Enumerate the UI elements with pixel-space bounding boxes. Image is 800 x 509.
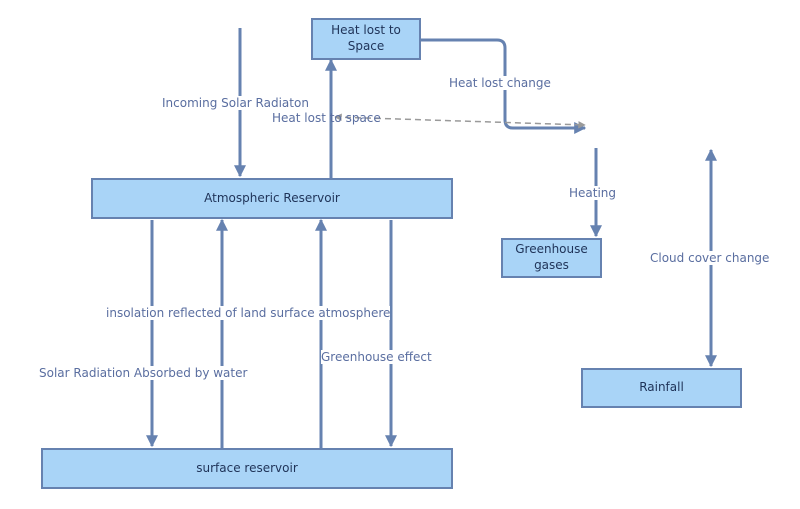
node-heat-lost-to-space-label: Heat lost to Space	[331, 23, 401, 53]
node-rainfall: Rainfall	[581, 368, 742, 408]
edge-label-incoming-solar: Incoming Solar Radiaton	[162, 96, 309, 110]
node-atmospheric-reservoir: Atmospheric Reservoir	[91, 178, 453, 219]
edge-label-heating: Heating	[569, 186, 617, 200]
node-surface-reservoir: surface reservoir	[41, 448, 453, 489]
node-greenhouse-gases-label: Greenhouse gases	[515, 242, 588, 272]
edge-label-insolation-reflected: insolation reflected of land surface atm…	[106, 306, 391, 320]
edge-label-heat-lost-to-space: Heat lost to space	[272, 111, 381, 125]
node-surface-reservoir-label: surface reservoir	[196, 460, 298, 475]
node-rainfall-label: Rainfall	[639, 380, 684, 395]
edge-label-heat-lost-change: Heat lost change	[449, 76, 551, 90]
edge-label-greenhouse-effect: Greenhouse effect	[321, 350, 432, 364]
arrow-dashed-feedback	[334, 113, 586, 129]
edge-label-cloud-cover-change: Cloud cover change	[650, 251, 770, 265]
node-atmospheric-reservoir-label: Atmospheric Reservoir	[204, 190, 340, 205]
edge-label-solar-absorbed: Solar Radiation Absorbed by water	[39, 366, 248, 380]
node-greenhouse-gases: Greenhouse gases	[501, 238, 602, 278]
node-heat-lost-to-space: Heat lost to Space	[311, 18, 421, 60]
